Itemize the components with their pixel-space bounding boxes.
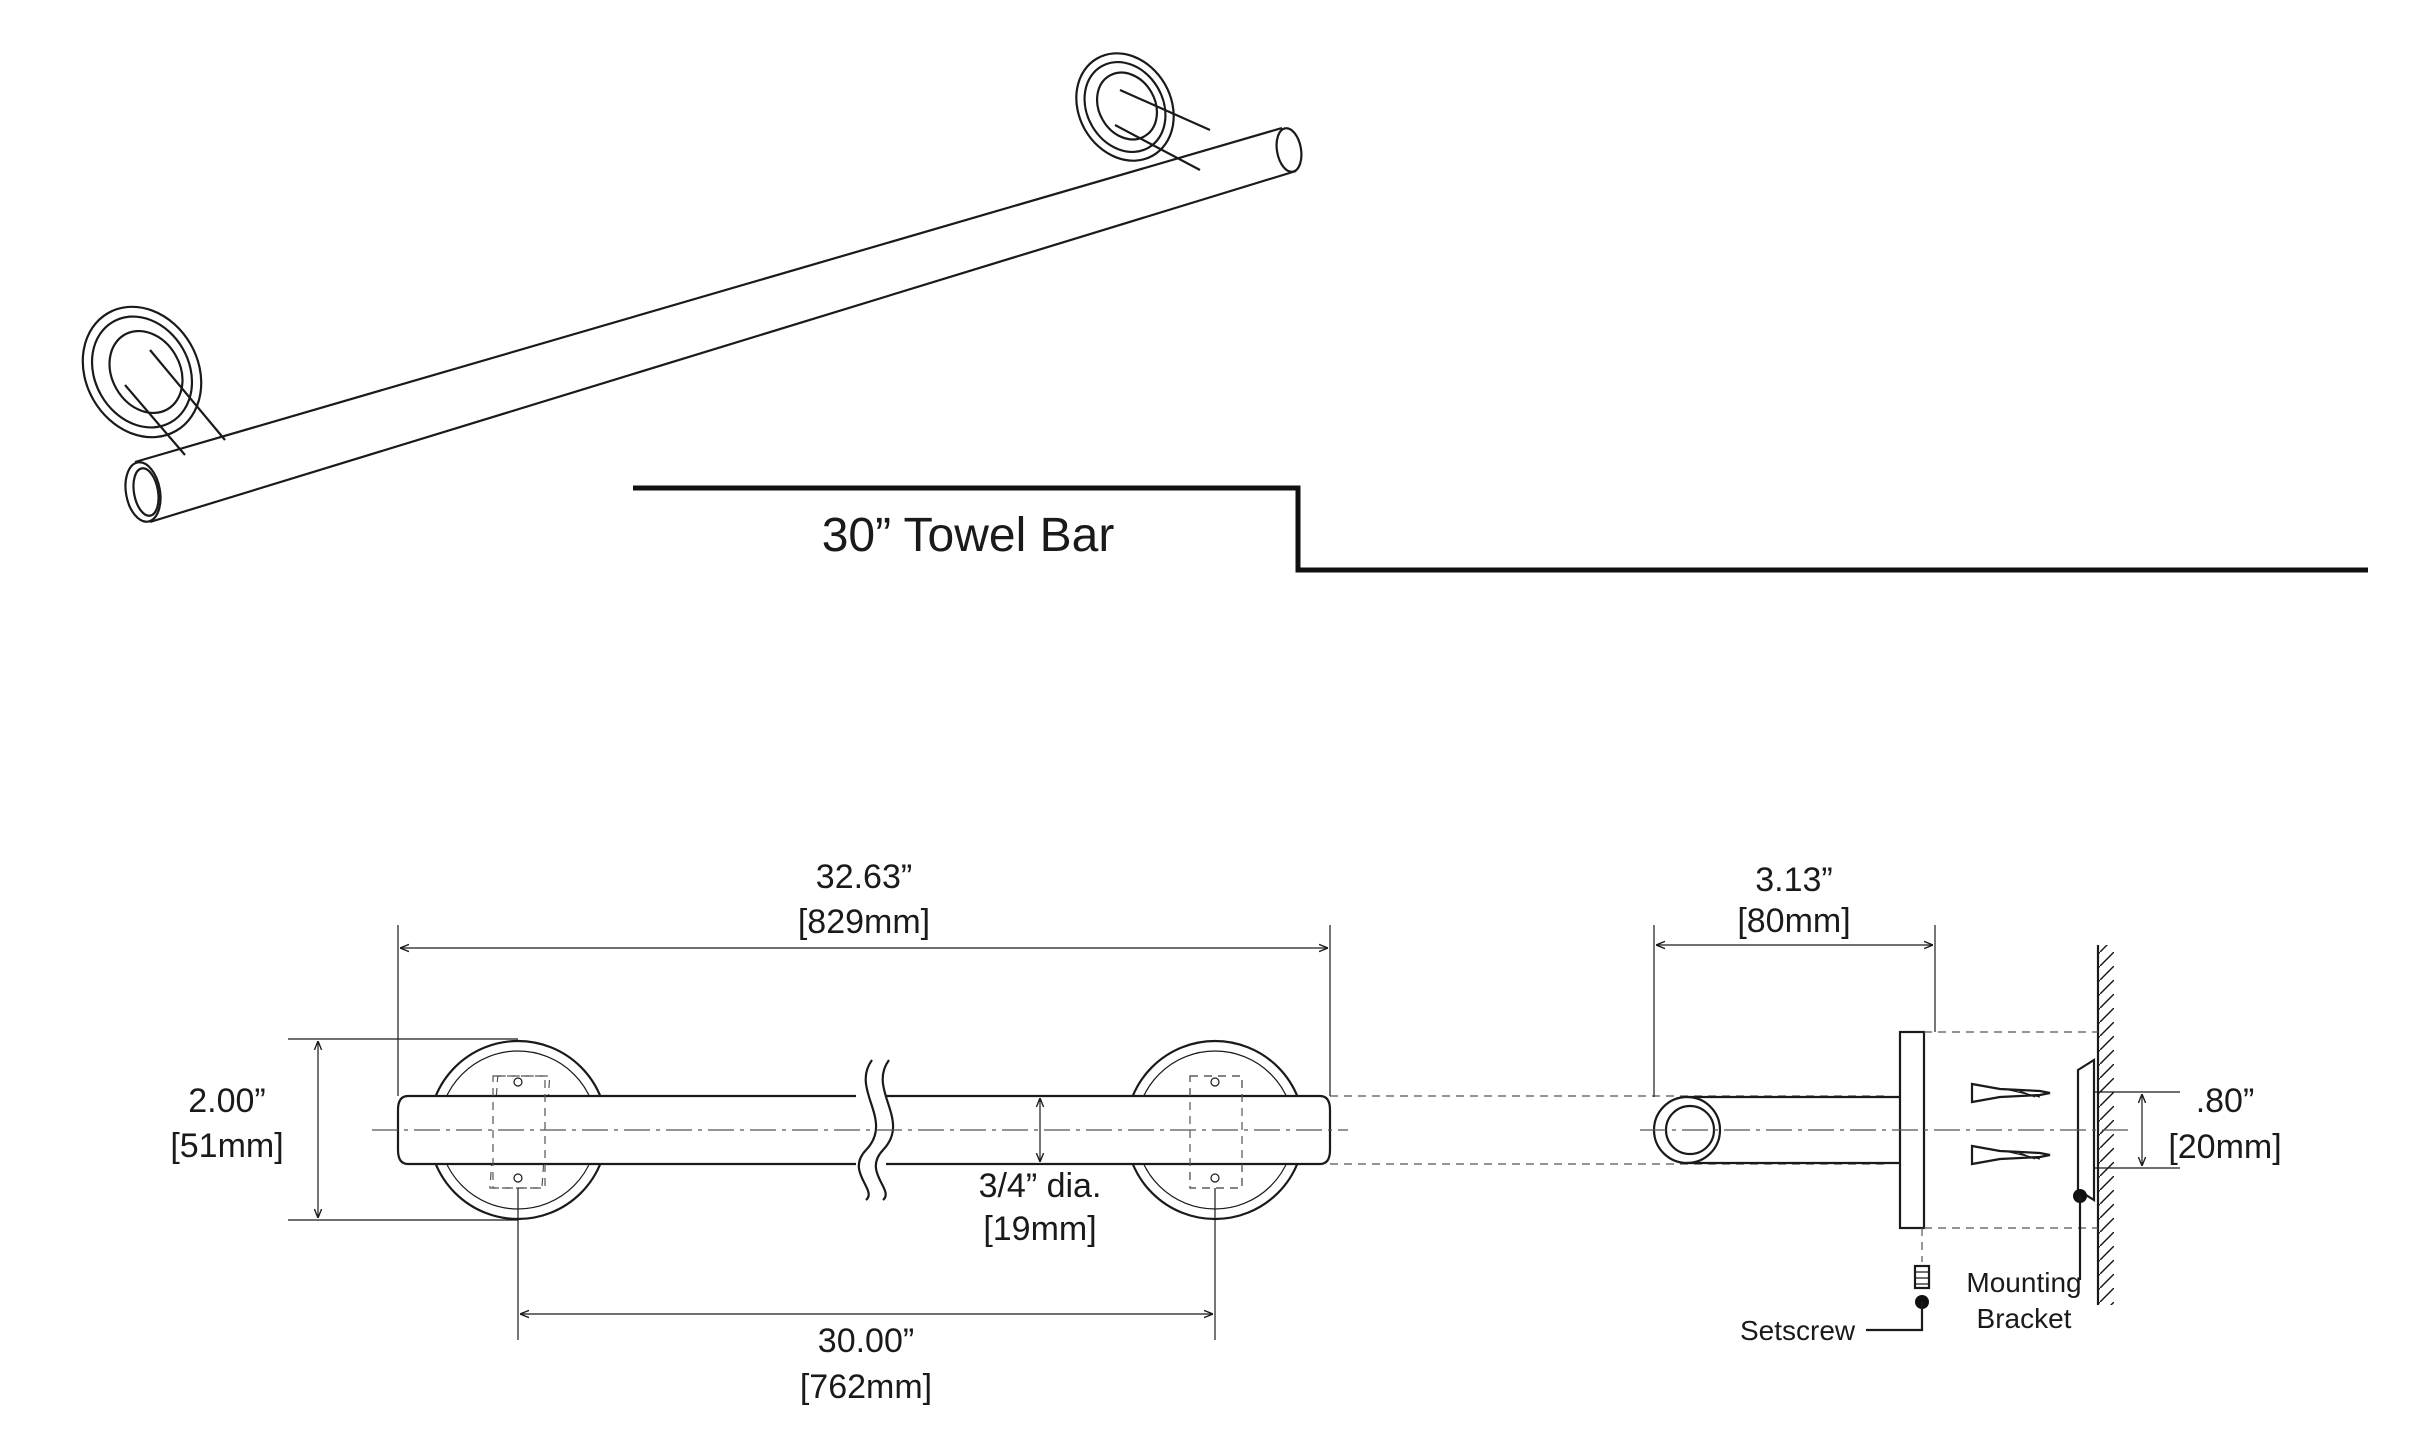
- page-title: 30” Towel Bar: [822, 509, 1115, 562]
- mounting-bracket-callout: Mounting Bracket: [1966, 1189, 2087, 1334]
- post-spacing-metric: [762mm]: [800, 1368, 932, 1406]
- bar-iso: [124, 126, 1303, 524]
- front-view: 32.63” [829mm] 30.00” [762mm] 2.00” [51m…: [170, 858, 1348, 1406]
- setscrew-label: Setscrew: [1740, 1315, 1856, 1346]
- projection-metric: [80mm]: [1737, 902, 1850, 940]
- projection-dimension: 3.13” [80mm]: [1653, 861, 1936, 1097]
- wall-section: [2096, 945, 2114, 1305]
- flange-diameter-dimension: 2.00” [51mm]: [170, 1038, 518, 1221]
- title-underline-rule: [633, 485, 2368, 573]
- post-spacing-dimension: 30.00” [762mm]: [517, 1188, 1216, 1406]
- side-view: 3.13” [80mm] .80” [20mm] Setscrew Mounti…: [1640, 861, 2282, 1346]
- flange-diameter-metric: [51mm]: [170, 1127, 283, 1165]
- setscrew-callout: Setscrew: [1740, 1228, 1931, 1346]
- overall-length-imperial: 32.63”: [816, 858, 912, 896]
- mounting-bracket-label-line1: Mounting: [1966, 1267, 2081, 1298]
- isometric-view: [81, 52, 1303, 524]
- bar-diameter-metric: [19mm]: [983, 1210, 1096, 1248]
- overall-length-dimension: 32.63” [829mm]: [397, 858, 1331, 1096]
- bracket-height-dimension: .80” [20mm]: [2094, 1082, 2282, 1169]
- post-spacing-imperial: 30.00”: [818, 1322, 914, 1360]
- mounting-screws: [1970, 1082, 2051, 1166]
- flange-diameter-imperial: 2.00”: [188, 1082, 266, 1120]
- bracket-height-imperial: .80”: [2196, 1082, 2255, 1120]
- left-flange-iso: [81, 305, 203, 439]
- overall-length-metric: [829mm]: [798, 903, 930, 941]
- projection-imperial: 3.13”: [1755, 861, 1833, 899]
- right-post-iso: [1114, 88, 1211, 171]
- mounting-bracket-label-line2: Bracket: [1977, 1303, 2072, 1334]
- bar-diameter-imperial: 3/4” dia.: [979, 1167, 1102, 1205]
- bracket-height-metric: [20mm]: [2168, 1128, 2281, 1166]
- mounting-bracket-side: [2076, 1058, 2096, 1202]
- bar-diameter-dimension: 3/4” dia. [19mm]: [979, 1098, 1102, 1248]
- post-side: [1687, 1095, 1900, 1165]
- left-post-iso: [124, 349, 226, 456]
- right-flange-iso: [1075, 52, 1175, 162]
